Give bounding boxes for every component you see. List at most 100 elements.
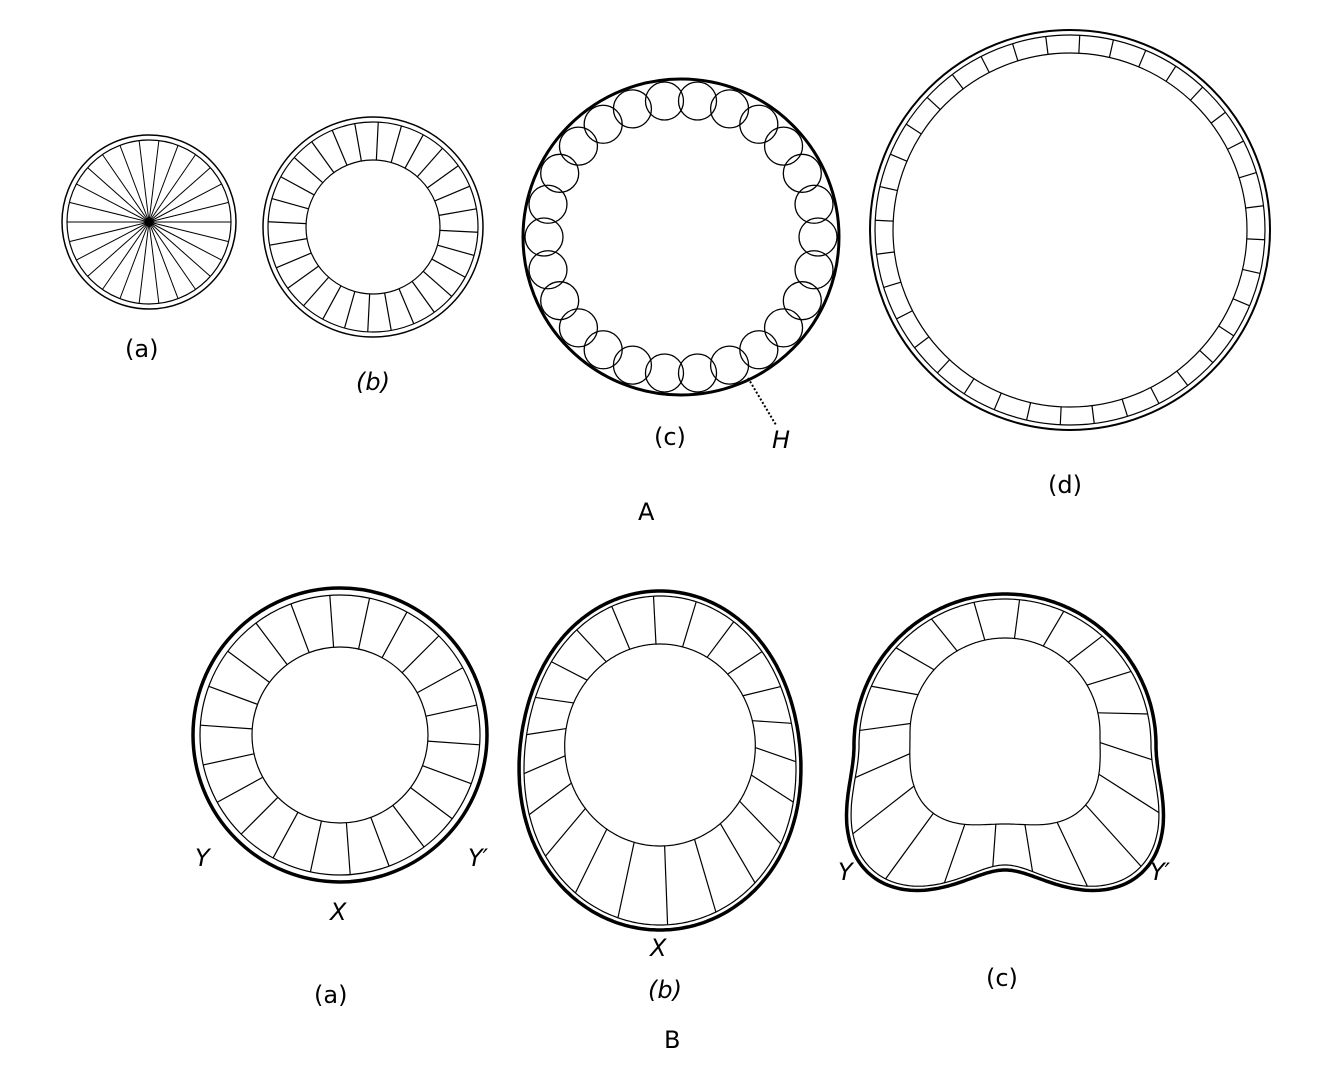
blastula-d-cell-wall [951, 74, 964, 90]
embryo-c-cell-wall [943, 824, 966, 884]
cell-circle [612, 89, 653, 129]
blastula-b-cell-wall [268, 221, 307, 225]
blastula-d-cell-wall [1218, 325, 1235, 337]
radial-cell-wall [119, 221, 150, 299]
blastula-b-cell-wall [322, 285, 342, 320]
blastula-d-cell-wall [1232, 298, 1250, 307]
radial-cell-wall [138, 221, 150, 304]
blastula-b-cell-wall [331, 130, 348, 166]
embryo-b-cell-wall [545, 808, 586, 857]
embryo-c-cell-wall [1099, 741, 1153, 761]
radial-cell-wall [148, 221, 196, 290]
blastula-d-cell-wall [1078, 35, 1081, 54]
embryo-c-cell-wall [1086, 670, 1132, 686]
outer-wall [521, 77, 841, 397]
outer-inner-line [199, 594, 481, 876]
blastula-b-cell-wall [367, 293, 371, 332]
label-B-c: (c) [986, 964, 1018, 992]
cell-circle [677, 81, 718, 121]
embryo-c-cell-wall [855, 753, 911, 779]
cell-wall [370, 817, 390, 867]
label-B-b: (b) [648, 976, 682, 1004]
blastula-b-cell-wall [280, 176, 315, 196]
blastula-d-cell-wall [1091, 405, 1095, 424]
blastula-b-cell-wall [434, 185, 470, 202]
embryo-c-cell-wall [895, 647, 935, 671]
radial-cell-wall [148, 183, 222, 223]
blastula-d-lumen [892, 52, 1248, 408]
blastula-b-cell-wall [431, 258, 466, 278]
embryo-b-lumen [564, 643, 756, 847]
embryo-c-outer-inner-line [850, 598, 1160, 887]
cell-wall [401, 635, 440, 674]
cell-circle [583, 104, 623, 144]
embryo-c-lumen [909, 637, 1101, 826]
cell-circle [540, 153, 580, 193]
label-A-b: (b) [356, 368, 390, 396]
cell-wall [357, 598, 371, 650]
cell-circle [763, 126, 804, 166]
blastula-d-cell-wall [1238, 171, 1257, 179]
blastula-b-cell-wall [343, 291, 356, 329]
radial-cell-wall [148, 167, 211, 223]
cell-circle [798, 217, 838, 257]
cell-circle [583, 330, 623, 370]
blastula-d-cell-wall [963, 378, 975, 395]
embryo-b-cell-wall [752, 720, 792, 724]
blastula-b-cell-wall [439, 229, 478, 233]
radial-cell-wall [148, 145, 179, 223]
blastula-b-cell-wall [398, 288, 415, 324]
cell-circle [644, 81, 685, 121]
cell-wall [427, 740, 480, 746]
radial-cell-wall [148, 140, 160, 223]
embryo-b-cell-wall [664, 845, 669, 925]
blastula-b-cell-wall [293, 157, 324, 184]
embryo-c-cell-wall [930, 618, 958, 652]
panel-A-title: A [638, 498, 655, 526]
blastula-d-cell-wall [1246, 238, 1265, 241]
blastula-b-cell-wall [390, 125, 403, 163]
radial-cell-wall [102, 221, 150, 290]
blastula-d-cell-wall [1176, 370, 1189, 386]
blastula-d-outer-inner-line [874, 34, 1266, 426]
marker-B-b-X: X [648, 934, 667, 962]
blastula-d-cell-wall [1165, 65, 1177, 82]
blastula-d-cell-wall [879, 185, 898, 192]
blastula-b-cell-wall [438, 208, 477, 216]
blastula-d-cell-wall [1121, 398, 1129, 417]
cell-wall [290, 603, 310, 653]
blastula-b-cell-wall [422, 270, 453, 297]
cell-circle [739, 104, 779, 144]
cell-wall [381, 611, 408, 658]
diagram-shapes [61, 29, 1271, 932]
embryo-b-cell-wall [617, 842, 635, 918]
embryo-b-cell-wall [535, 696, 574, 704]
cell-wall [392, 805, 425, 848]
cell-wall [416, 667, 464, 694]
cell-circle [782, 281, 822, 321]
embryo-c-outer-wall [844, 592, 1166, 893]
blastula-b-cell-wall [271, 197, 309, 210]
cell-circle [739, 330, 779, 370]
blastula-d-cell-wall [936, 359, 951, 374]
radial-cell-wall [102, 154, 150, 223]
cell-circle [558, 126, 599, 166]
blastula-d-cell-wall [1199, 349, 1214, 364]
center-point [144, 217, 154, 227]
cell-wall [345, 822, 351, 875]
cell-wall [425, 704, 477, 717]
cell-wall [309, 820, 323, 872]
embryo-c-cell-wall [1085, 804, 1142, 867]
marker-B-a-X: X [328, 898, 347, 926]
embryo-c-cell-wall [859, 722, 911, 732]
cell-circle [540, 281, 580, 321]
blastula-b-cell-wall [411, 281, 435, 313]
embryo-b-cell-wall [576, 629, 607, 663]
embryo-c-cell-wall [871, 685, 919, 696]
cell-circle [794, 250, 834, 290]
blastula-d-cell-wall [1045, 36, 1049, 55]
embryo-b-cell-wall [611, 606, 631, 650]
blastula-d-cell-wall [875, 219, 894, 222]
marker-B-c-Y-prime: Y′ [1150, 858, 1171, 886]
